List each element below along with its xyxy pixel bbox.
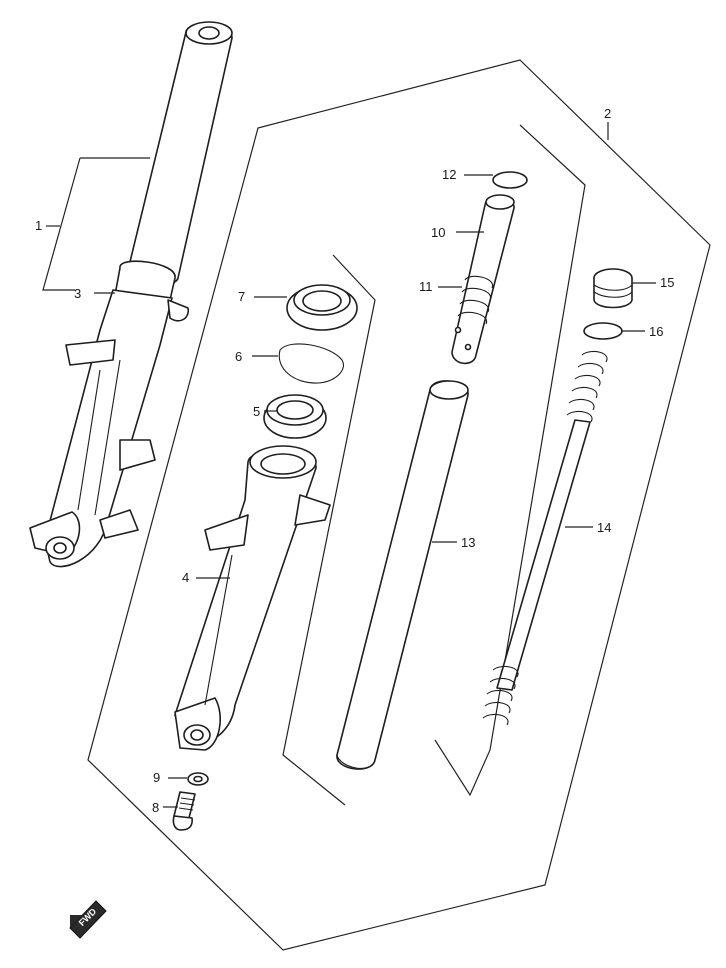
o-ring [583,322,623,340]
bolt [172,791,196,831]
stopper-ring [278,343,344,384]
callout-16: 16 [649,324,663,339]
callout-14: 14 [597,520,611,535]
left-fork-leg [29,21,233,568]
callout-9: 9 [153,770,160,785]
damper-rod-cylinder [451,171,528,365]
callout-2: 2 [604,106,611,121]
callout-6: 6 [235,349,242,364]
callout-4: 4 [182,570,189,585]
callout-1: 1 [35,218,42,233]
callout-13: 13 [461,535,475,550]
callout-7: 7 [238,289,245,304]
leader-lines [42,122,656,808]
dust-seal [286,284,358,331]
lower-fork-leg [174,445,331,751]
callout-10: 10 [431,225,445,240]
callout-11: 11 [419,279,433,294]
right-group-outline [434,124,586,797]
inner-tube [336,380,469,770]
callout-15: 15 [660,275,674,290]
callout-5: 5 [253,404,260,419]
callout-3: 3 [74,286,81,301]
callout-8: 8 [152,800,159,815]
forward-direction-arrow: FWD [69,900,107,939]
cap-bolt [593,268,633,309]
assembly-2-outline [87,59,711,951]
callout-12: 12 [442,167,456,182]
washer [187,772,209,786]
oil-seal [263,394,327,439]
inner-tube-group-outline [282,254,376,806]
fork-spring [482,350,608,726]
